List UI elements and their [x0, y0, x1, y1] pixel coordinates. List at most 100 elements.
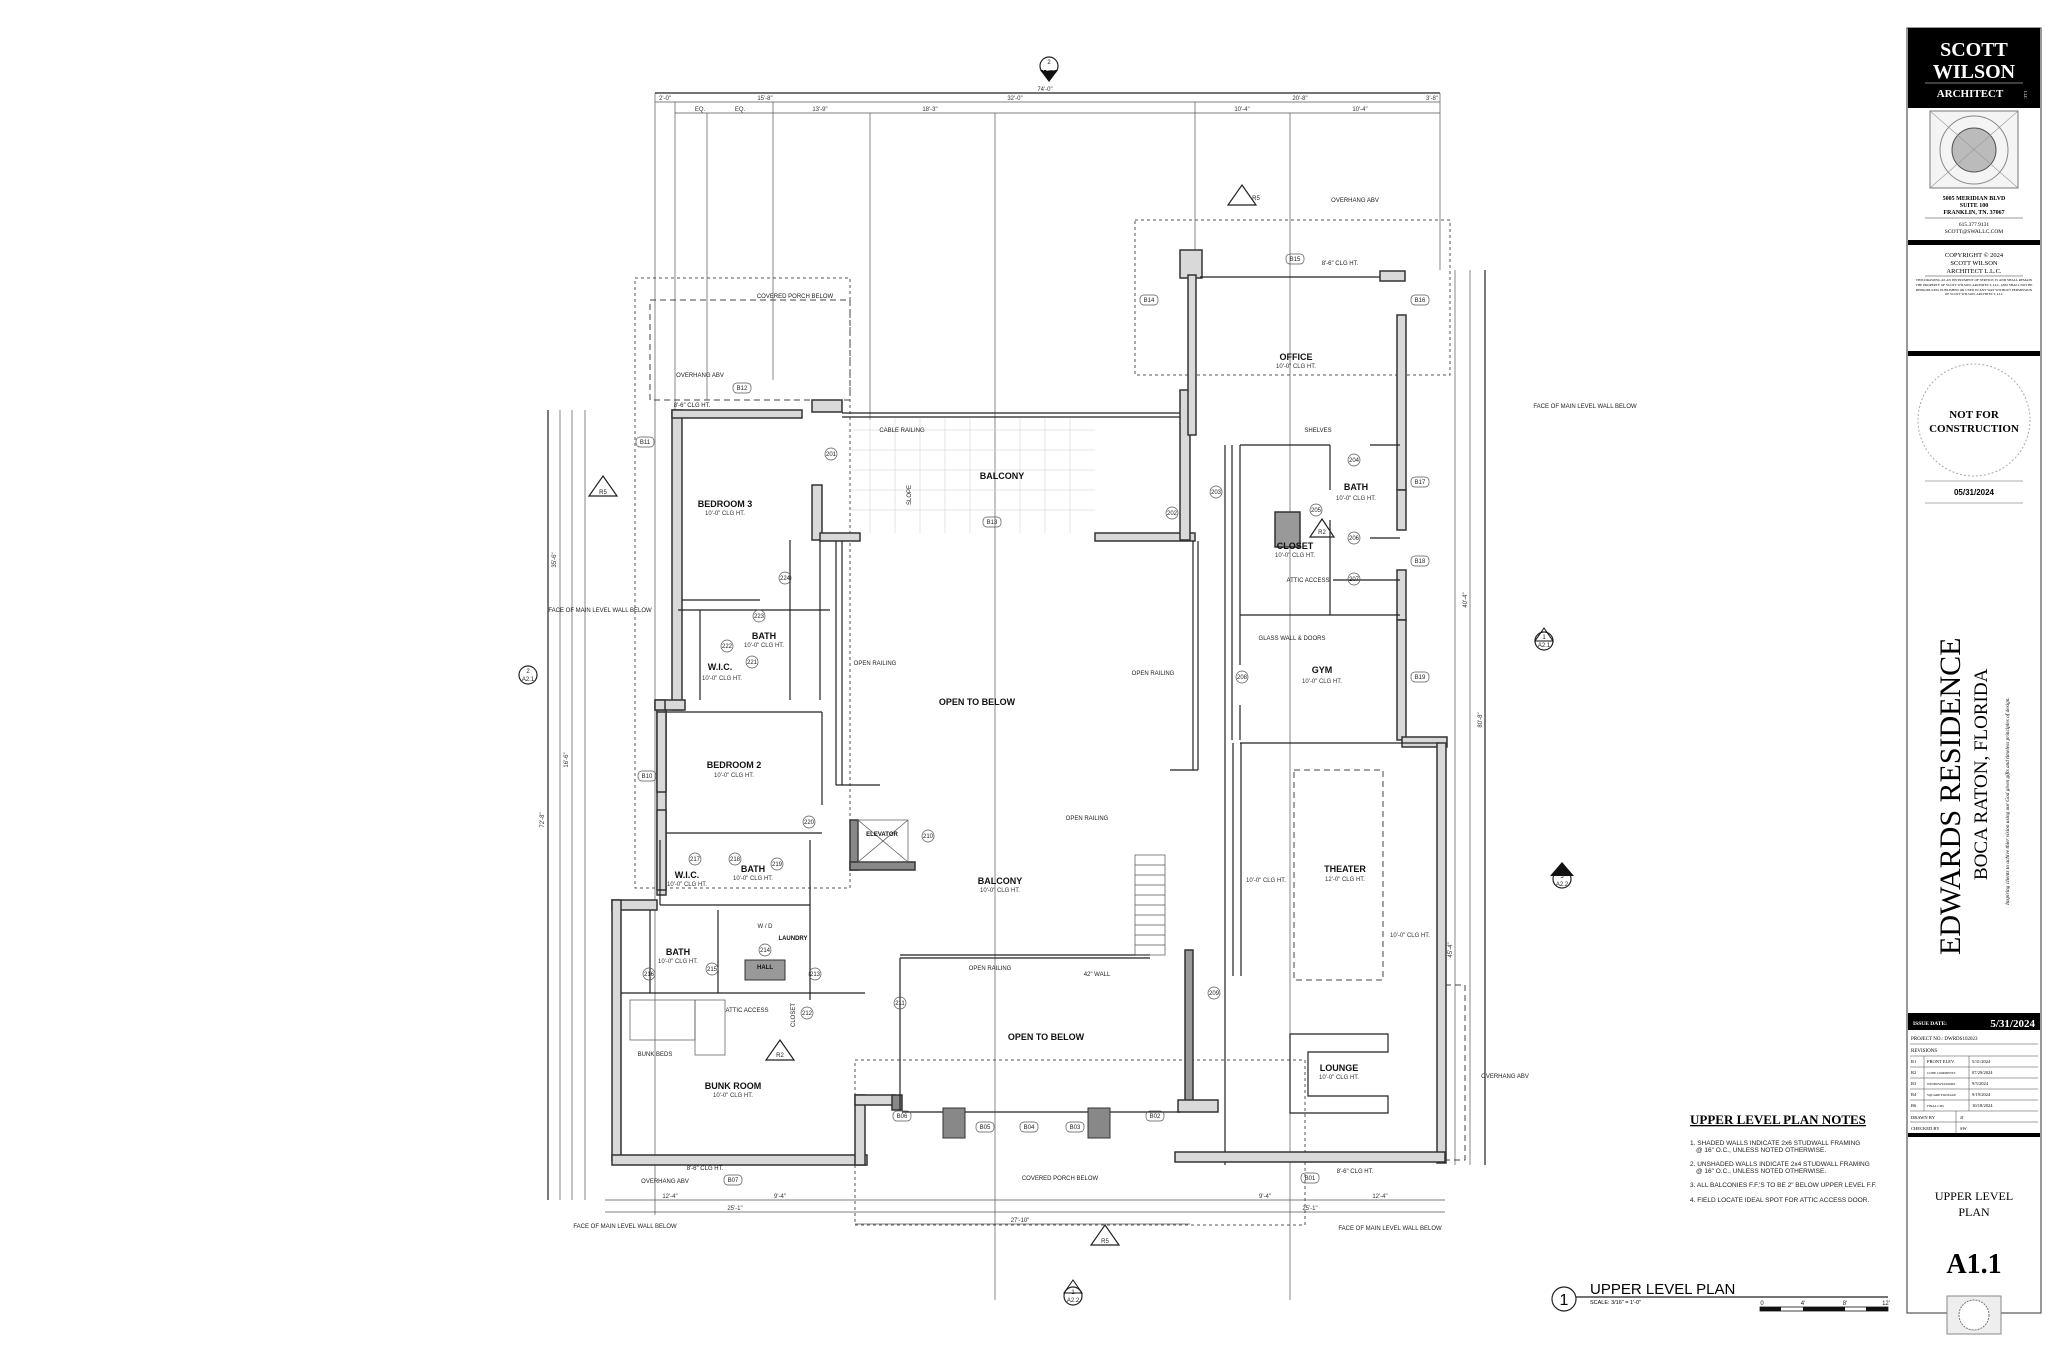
svg-text:206: 206 [1349, 536, 1360, 542]
note-covered-porch: COVERED PORCH BELOW [1022, 1176, 1099, 1182]
svg-text:R6: R6 [1911, 1103, 1917, 1108]
room-balcony-upper: BALCONY [980, 471, 1025, 481]
drawing-scale: SCALE: 3/16" = 1'-0" [1590, 1300, 1641, 1306]
room-open-below-1: OPEN TO BELOW [939, 697, 1016, 707]
note-item: 3. ALL BALCONIES F.F.'S TO BE 2" BELOW U… [1690, 1182, 1877, 1189]
sheet-number: A1.1 [1946, 1249, 2001, 1280]
window-tag: B06 [892, 1110, 912, 1122]
section-marker: 2A2.1 [518, 665, 538, 685]
window-tag: B03 [1065, 1121, 1085, 1133]
note-open-railing: OPEN RAILING [854, 661, 897, 667]
door-tag: 211 [893, 996, 907, 1010]
dim-left: 16'-6" [564, 752, 570, 767]
note-face-main-level: FACE OF MAIN LEVEL WALL BELOW [1533, 404, 1637, 410]
room-elevator: ELEVATOR [866, 832, 898, 838]
dim-top: 2'-0" [659, 96, 671, 102]
section-markers: 2A2.0 1A2.1 2A2.1 3A2.2 1A2.2 [518, 56, 1574, 1306]
note-cable-railing: CABLE RAILING [879, 428, 925, 434]
note-wd: W / D [758, 924, 774, 930]
svg-text:A2.1: A2.1 [1538, 643, 1551, 649]
svg-text:B03: B03 [1070, 1125, 1081, 1131]
address-line: FRANKLIN, TN. 37067 [1943, 210, 2004, 216]
side-dimensions: 35'-6" 72'-8" 16'-6" 40'-4" 45'-4" 80'-8… [540, 270, 1486, 1200]
revision-triangle: R2 [764, 1038, 796, 1061]
clg-theater-side: 10'-0" CLG HT. [1246, 878, 1286, 884]
svg-text:221: 221 [747, 660, 758, 666]
window-tag: B17 [1410, 476, 1430, 488]
svg-text:B07: B07 [728, 1178, 739, 1184]
note-shelves: SHELVES [1304, 428, 1331, 434]
room-office: OFFICE [1280, 352, 1313, 362]
email: SCOTT@SWALLC.COM [1945, 229, 2003, 235]
svg-text:SQUARE FOOTAGE: SQUARE FOOTAGE [1927, 1093, 1956, 1097]
svg-text:9/5/2024: 9/5/2024 [1972, 1081, 1989, 1086]
svg-text:2: 2 [526, 669, 530, 675]
svg-text:R3: R3 [1911, 1081, 1917, 1086]
firm-name-1: SCOTT [1940, 39, 2008, 61]
clg-wic2: 10'-0" CLG HT. [667, 882, 707, 888]
svg-text:B05: B05 [980, 1125, 991, 1131]
dim-left: 72'-8" [540, 812, 546, 827]
revision-triangle: R2 [1308, 517, 1336, 538]
svg-text:07/29/2024: 07/29/2024 [1972, 1070, 1993, 1075]
note-open-railing: OPEN RAILING [1132, 671, 1175, 677]
svg-text:216: 216 [644, 972, 655, 978]
door-tag: 208 [1235, 670, 1249, 684]
svg-text:B16: B16 [1415, 298, 1426, 304]
svg-text:205: 205 [1311, 508, 1322, 514]
svg-text:2: 2 [1047, 60, 1051, 66]
svg-text:207: 207 [1349, 577, 1360, 583]
svg-text:202: 202 [1167, 511, 1178, 517]
dim-bottom: 9'-4" [1259, 1194, 1271, 1200]
phone: 615.377.9131 [1959, 222, 1990, 228]
overhang-outlines [634, 219, 1466, 1226]
note-slope: SLOPE [907, 485, 913, 505]
clg-theater-side: 10'-0" CLG HT. [1390, 933, 1430, 939]
room-balcony-lower: BALCONY [978, 876, 1023, 886]
room-labels: OFFICE 10'-0" CLG HT. BEDROOM 3 10'-0" C… [658, 352, 1430, 1099]
svg-text:219: 219 [772, 862, 783, 868]
clg-lounge: 10'-0" CLG HT. [1319, 1075, 1359, 1081]
svg-text:218: 218 [730, 857, 741, 863]
firm-name-3: ARCHITECT [1937, 88, 2004, 100]
door-tag: 205 [1309, 503, 1323, 517]
dim-bottom: 25'-1" [727, 1206, 742, 1212]
svg-text:215: 215 [707, 967, 718, 973]
svg-text:FINAL CDS: FINAL CDS [1927, 1104, 1944, 1108]
svg-text:201: 201 [826, 452, 837, 458]
section-marker: 1A2.1 [1534, 627, 1554, 651]
stamp-line-1: NOT FOR [1949, 409, 2000, 421]
room-gym: GYM [1312, 665, 1333, 675]
note-face-main-level: FACE OF MAIN LEVEL WALL BELOW [573, 1224, 677, 1230]
walls [611, 249, 1448, 1166]
svg-text:9/19/2024: 9/19/2024 [1972, 1092, 1991, 1097]
room-lounge: LOUNGE [1320, 1063, 1359, 1073]
note-overhang: OVERHANG ABV [1481, 1074, 1529, 1080]
dim-bottom: 12'-4" [1372, 1194, 1387, 1200]
svg-text:224: 224 [780, 576, 791, 582]
room-bedroom3: BEDROOM 3 [698, 499, 753, 509]
svg-text:R5: R5 [1252, 196, 1260, 202]
copyright-text: THIS DRAWING AS AN INSTRUMENT OF SERVICE… [1915, 278, 2033, 297]
window-tag: B19 [1410, 671, 1430, 683]
svg-text:B02: B02 [1150, 1114, 1161, 1120]
svg-text:R1: R1 [1911, 1059, 1916, 1064]
revisions-label: REVISIONS [1911, 1049, 1937, 1054]
svg-text:R4: R4 [1911, 1092, 1917, 1097]
note-clg-86: 8'-6" CLG HT. [1337, 1169, 1374, 1175]
dim-top: 32'-0" [1007, 96, 1022, 102]
revision-tags: R5 R5 R5 R2 R2 [587, 183, 1336, 1246]
note-open-railing: OPEN RAILING [1066, 816, 1109, 822]
door-tag: 223 [752, 609, 766, 623]
drawing-number: 1 [1560, 1292, 1569, 1309]
tagline: Inspiring clients to achive thier vision… [2004, 697, 2011, 906]
svg-text:A2.2: A2.2 [1067, 1298, 1080, 1304]
copyright-3: ARCHITECT L.L.C. [1946, 268, 2002, 275]
dim-right: 40'-4" [1463, 592, 1469, 607]
revision-triangle: R5 [1089, 1223, 1121, 1246]
svg-text:5/31/2024: 5/31/2024 [1972, 1059, 1991, 1064]
window-tag: B11 [635, 436, 655, 448]
revision-row: R4 SQUARE FOOTAGE 9/19/2024 [1911, 1092, 1991, 1097]
